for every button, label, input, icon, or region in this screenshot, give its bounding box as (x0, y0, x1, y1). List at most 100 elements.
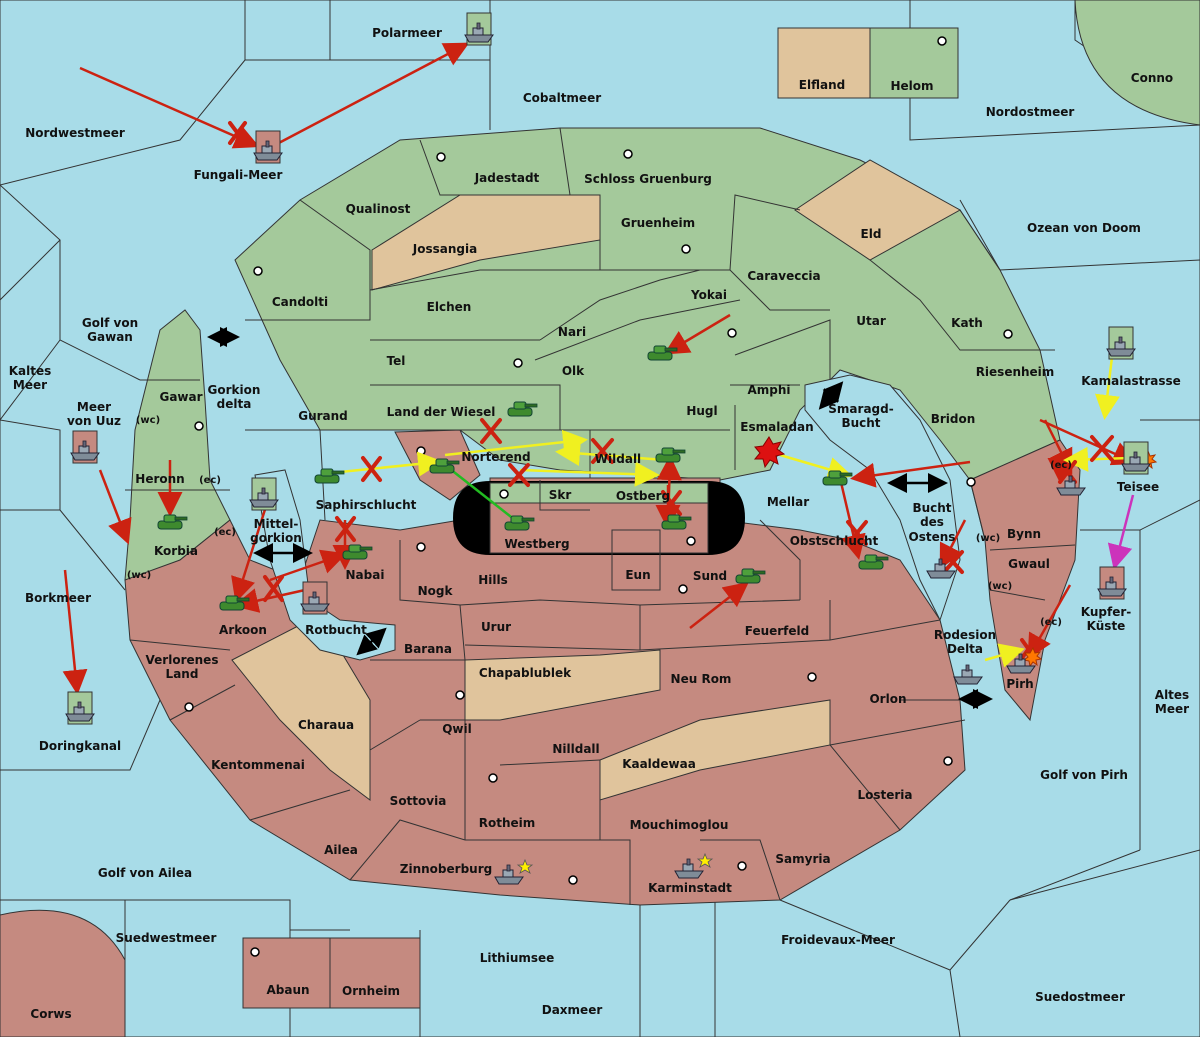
dot-icon (436, 152, 446, 162)
province-label: Land der Wiesel (387, 405, 496, 419)
sea-label: Rotbucht (305, 623, 367, 637)
province-label: Elfland (799, 78, 845, 92)
sea-label: Ozean von Doom (1027, 221, 1141, 235)
sea-label: Rodesion (934, 628, 996, 642)
ship-icon (464, 12, 494, 46)
province-label: Eun (625, 568, 650, 582)
central-arena (453, 481, 745, 555)
x-mark-icon (228, 121, 247, 145)
sea-label: Kupfer- (1081, 605, 1131, 619)
province-label: Kaaldewaa (622, 757, 696, 771)
province-label: Samyria (775, 852, 830, 866)
province-label: Obstschlucht (790, 534, 879, 548)
province-label: Korbia (154, 544, 198, 558)
province-label: Helom (890, 79, 933, 93)
sea-label: Doringkanal (39, 739, 121, 753)
province-label: Urur (481, 620, 511, 634)
province-label: Tel (387, 354, 406, 368)
dot-icon (686, 536, 696, 546)
province-label: Nilldall (552, 742, 599, 756)
sea-label: Daxmeer (542, 1003, 603, 1017)
x-mark-icon (480, 418, 502, 444)
province-label: Yokai (690, 288, 727, 302)
dot-icon (678, 584, 688, 594)
dot-icon (681, 244, 691, 254)
sea-label: Polarmeer (372, 26, 442, 40)
province-label: Mouchimoglou (630, 818, 729, 832)
sea-label: Cobaltmeer (523, 91, 601, 105)
province-label: Land (166, 667, 199, 681)
province-labels: Elfland Helom Jadestadt Schloss Gruenbur… (135, 78, 1159, 998)
hold-orders (444, 464, 516, 521)
sea-label: Küste (1087, 619, 1126, 633)
conno-cap (1074, 0, 1200, 126)
dot-icon (568, 875, 578, 885)
province-label: Ailea (324, 843, 358, 857)
dot-icon (499, 489, 509, 499)
move-orders (62, 42, 1138, 695)
province-label: Qwil (442, 722, 472, 736)
convoy-orders (1107, 494, 1135, 570)
province-label: Teisee (1117, 480, 1159, 494)
ship-icon (300, 581, 330, 615)
province-label: Olk (562, 364, 585, 378)
sea-label: Meer (1155, 702, 1189, 716)
neutral-territories (231, 27, 962, 801)
sea-label: Kaltes (9, 364, 52, 378)
province-label: Jadestadt (474, 171, 540, 185)
province-label: Norterend (461, 450, 530, 464)
dot-icon (455, 690, 465, 700)
province-label: Heronn (135, 472, 184, 486)
x-mark-icon (508, 463, 530, 487)
coast-label: (ec) (1050, 460, 1072, 471)
dot-icon (488, 773, 498, 783)
dot-icon (966, 477, 976, 487)
province-label: Ostberg (616, 489, 670, 503)
province-label: Bridon (931, 412, 976, 426)
province-label: Orlon (869, 692, 906, 706)
x-mark-icon (335, 516, 356, 542)
dot-icon (416, 446, 426, 456)
failed-orders (228, 121, 1114, 660)
province-label: Rotheim (479, 816, 536, 830)
province-label: Elchen (427, 300, 472, 314)
coast-label: (ec) (214, 527, 236, 538)
province-label: Skr (549, 488, 572, 502)
dot-icon (416, 542, 426, 552)
sea-label: Nordwestmeer (25, 126, 125, 140)
dot-icon (250, 947, 260, 957)
supply-centers (184, 36, 1013, 957)
province-label: Hills (478, 573, 508, 587)
star-icon (696, 852, 714, 868)
dot-icon (943, 756, 953, 766)
dot-icon (937, 36, 947, 46)
canal-connections (207, 327, 993, 709)
sea-label: Meer (13, 378, 47, 392)
province-label: Pirh (1006, 677, 1033, 691)
x-mark-icon (846, 520, 868, 546)
ship-icon (249, 477, 279, 511)
province-label: Riesenheim (976, 365, 1055, 379)
province-label: Candolti (272, 295, 328, 309)
dot-icon (194, 421, 204, 431)
province-label: Neu Rom (671, 672, 732, 686)
dot-icon (623, 149, 633, 159)
province-label: gorkion (250, 531, 302, 545)
sea-label: Golf von Pirh (1040, 768, 1128, 782)
dot-icon (807, 672, 817, 682)
rotbucht-inlet (254, 469, 396, 661)
x-mark-icon (1058, 460, 1077, 484)
sea-label: Gorkion (208, 383, 261, 397)
sea-label: Delta (947, 642, 983, 656)
dot-icon (184, 702, 194, 712)
province-label: Arkoon (219, 623, 267, 637)
sea-label: Smaragd- (828, 402, 893, 416)
ship-icon (70, 430, 100, 464)
province-label: Sund (693, 569, 727, 583)
province-label: Ornheim (342, 984, 400, 998)
province-label: Nogk (418, 584, 454, 598)
province-label: Gurand (298, 409, 348, 423)
province-label: Losteria (857, 788, 912, 802)
x-mark-icon (361, 456, 382, 482)
